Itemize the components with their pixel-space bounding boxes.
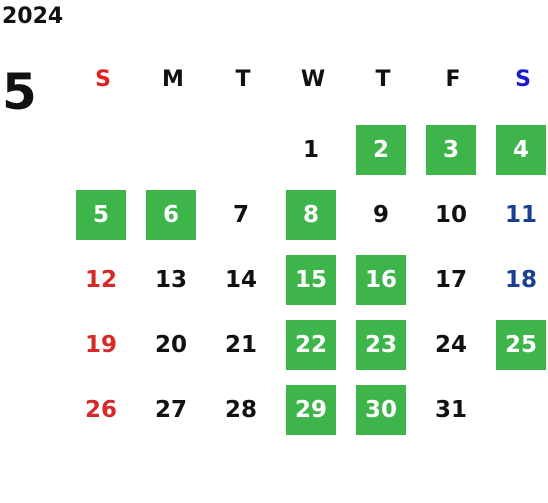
day-number: 18 bbox=[504, 267, 537, 293]
day-number: 25 bbox=[496, 320, 546, 370]
day-number: 19 bbox=[84, 332, 117, 358]
day-number: 8 bbox=[286, 190, 336, 240]
day-number: 24 bbox=[434, 332, 467, 358]
day-number: 10 bbox=[434, 202, 467, 228]
day-number: 6 bbox=[146, 190, 196, 240]
calendar-day-17: 17 bbox=[418, 248, 488, 313]
day-number: 3 bbox=[426, 125, 476, 175]
weekday-fri: F bbox=[445, 67, 461, 92]
calendar-day-15: 15 bbox=[278, 248, 348, 313]
year-label: 2024 bbox=[2, 4, 64, 29]
calendar-day-1: 1 bbox=[278, 118, 348, 183]
calendar-day-14: 14 bbox=[208, 248, 278, 313]
weekday-tue: T bbox=[235, 67, 251, 92]
calendar-day-29: 29 bbox=[278, 378, 348, 443]
day-number: 12 bbox=[84, 267, 117, 293]
weekday-sun: S bbox=[95, 67, 111, 92]
day-number: 30 bbox=[356, 385, 406, 435]
day-number: 27 bbox=[154, 397, 187, 423]
calendar-day-31: 31 bbox=[418, 378, 488, 443]
calendar-day-19: 19 bbox=[68, 313, 138, 378]
calendar-day-24: 24 bbox=[418, 313, 488, 378]
day-number: 7 bbox=[232, 202, 249, 228]
day-number: 9 bbox=[372, 202, 389, 228]
calendar-day-8: 8 bbox=[278, 183, 348, 248]
weekday-header: S M T W T F S bbox=[68, 62, 548, 98]
day-number: 31 bbox=[434, 397, 467, 423]
day-number: 26 bbox=[84, 397, 117, 423]
calendar-day-9: 9 bbox=[348, 183, 418, 248]
day-number: 23 bbox=[356, 320, 406, 370]
day-number: 22 bbox=[286, 320, 336, 370]
calendar-day-27: 27 bbox=[138, 378, 208, 443]
calendar-day-16: 16 bbox=[348, 248, 418, 313]
day-number: 2 bbox=[356, 125, 406, 175]
weekday-mon: M bbox=[162, 67, 184, 92]
calendar-day-6: 6 bbox=[138, 183, 208, 248]
month-label: 5 bbox=[2, 63, 37, 121]
calendar-day-25: 25 bbox=[488, 313, 548, 378]
calendar-day-30: 30 bbox=[348, 378, 418, 443]
calendar-day-26: 26 bbox=[68, 378, 138, 443]
calendar-day-3: 3 bbox=[418, 118, 488, 183]
day-number: 21 bbox=[224, 332, 257, 358]
day-number: 14 bbox=[224, 267, 257, 293]
calendar-day-13: 13 bbox=[138, 248, 208, 313]
day-number: 15 bbox=[286, 255, 336, 305]
day-number: 28 bbox=[224, 397, 257, 423]
day-number: 13 bbox=[154, 267, 187, 293]
day-number: 1 bbox=[302, 137, 319, 163]
day-number: 5 bbox=[76, 190, 126, 240]
day-number: 17 bbox=[434, 267, 467, 293]
calendar-day-23: 23 bbox=[348, 313, 418, 378]
weekday-thu: T bbox=[375, 67, 391, 92]
day-number: 11 bbox=[504, 202, 537, 228]
day-number: 29 bbox=[286, 385, 336, 435]
calendar-day-20: 20 bbox=[138, 313, 208, 378]
calendar-day-7: 7 bbox=[208, 183, 278, 248]
weekday-sat: S bbox=[515, 67, 531, 92]
day-number: 4 bbox=[496, 125, 546, 175]
calendar-day-10: 10 bbox=[418, 183, 488, 248]
calendar-day-4: 4 bbox=[488, 118, 548, 183]
calendar-day-21: 21 bbox=[208, 313, 278, 378]
calendar-day-28: 28 bbox=[208, 378, 278, 443]
day-number: 20 bbox=[154, 332, 187, 358]
calendar-day-22: 22 bbox=[278, 313, 348, 378]
calendar-day-11: 11 bbox=[488, 183, 548, 248]
calendar-day-5: 5 bbox=[68, 183, 138, 248]
day-number: 16 bbox=[356, 255, 406, 305]
calendar-day-18: 18 bbox=[488, 248, 548, 313]
weekday-wed: W bbox=[300, 67, 326, 92]
calendar-day-12: 12 bbox=[68, 248, 138, 313]
calendar-day-2: 2 bbox=[348, 118, 418, 183]
